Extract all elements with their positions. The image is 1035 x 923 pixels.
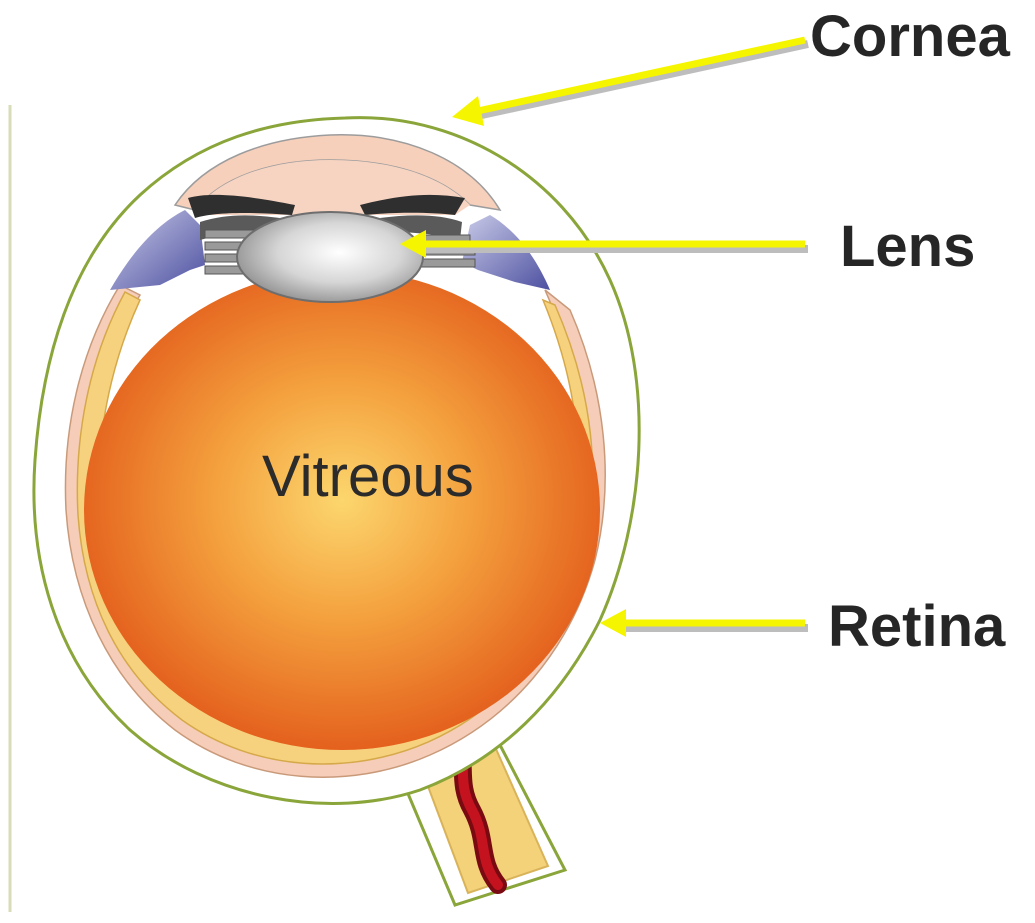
lens-label: Lens (840, 218, 975, 276)
vitreous-label: Vitreous (262, 448, 474, 506)
cornea-arrow (452, 40, 808, 126)
vitreous-body (84, 270, 600, 750)
arrow-left-icon (452, 96, 484, 126)
retina-arrow (600, 609, 808, 637)
cornea-label: Cornea (810, 8, 1010, 66)
retina-label: Retina (828, 598, 1005, 656)
lens (237, 212, 423, 302)
